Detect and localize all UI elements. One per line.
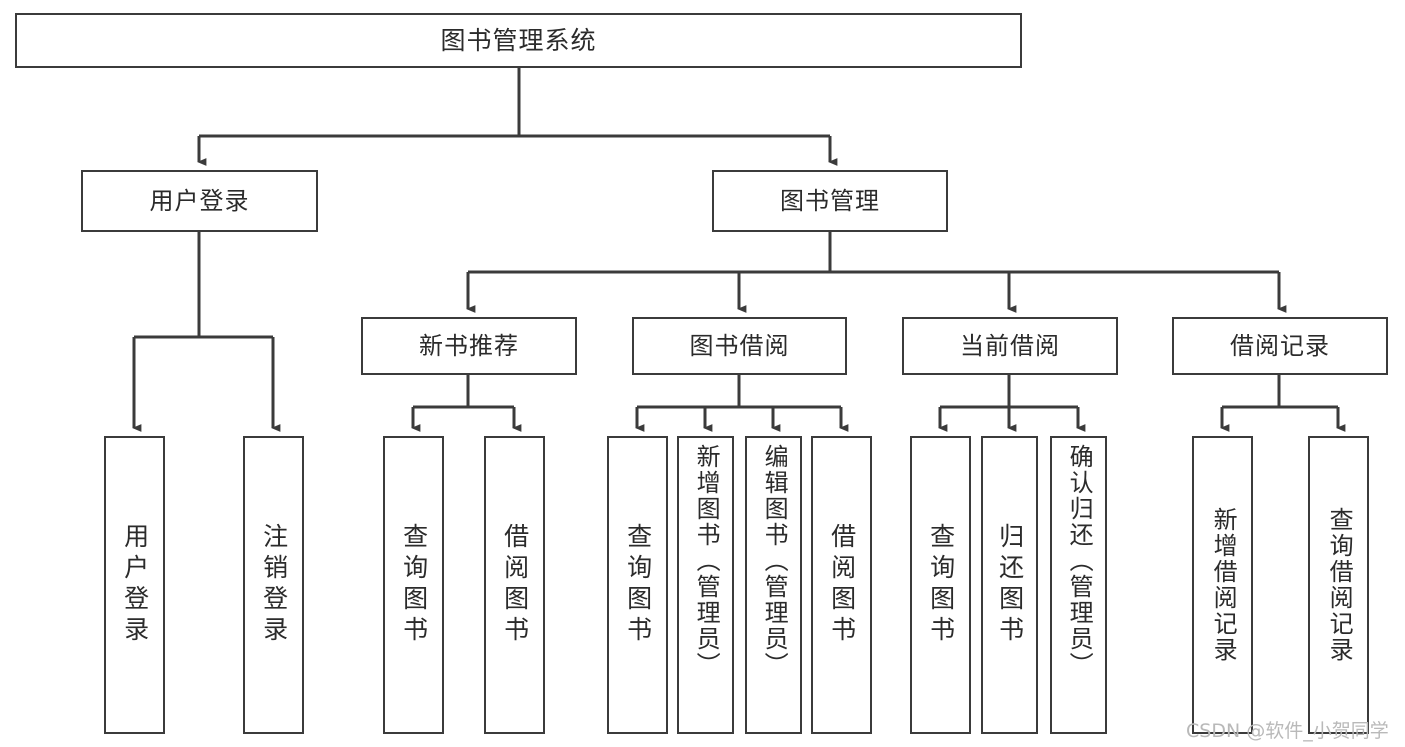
node-borrowing-record-label: 借阅记录 bbox=[1230, 331, 1330, 360]
node-book-borrowing[interactable]: 图书借阅 bbox=[632, 317, 847, 375]
node-leaf-user-login-label: 用户登录 bbox=[120, 523, 150, 647]
node-leaf-logout-label: 注销登录 bbox=[259, 523, 289, 647]
csdn-watermark: CSDN @软件_小贺同学 bbox=[1186, 720, 1389, 742]
node-new-book-recommendation[interactable]: 新书推荐 bbox=[361, 317, 577, 375]
node-book-borrowing-label: 图书借阅 bbox=[689, 331, 790, 360]
node-leaf-add-borrow-record[interactable]: 新增借阅记录 bbox=[1192, 436, 1253, 734]
node-leaf-query-book-rec[interactable]: 查询图书 bbox=[383, 436, 444, 734]
node-leaf-borrow-book-borrow-label: 借阅图书 bbox=[827, 523, 857, 647]
node-current-borrowing-label: 当前借阅 bbox=[960, 331, 1060, 360]
node-leaf-confirm-return-admin-label: 确认归还（管理员） bbox=[1065, 444, 1094, 678]
node-leaf-query-borrow-record-label: 查询借阅记录 bbox=[1325, 507, 1354, 663]
node-borrowing-record[interactable]: 借阅记录 bbox=[1172, 317, 1388, 375]
node-leaf-query-book-current[interactable]: 查询图书 bbox=[910, 436, 971, 734]
node-leaf-query-borrow-record[interactable]: 查询借阅记录 bbox=[1308, 436, 1369, 734]
node-leaf-edit-book-admin[interactable]: 编辑图书（管理员） bbox=[745, 436, 802, 734]
node-leaf-user-login[interactable]: 用户登录 bbox=[104, 436, 165, 734]
node-leaf-add-book-admin[interactable]: 新增图书（管理员） bbox=[677, 436, 734, 734]
node-user-login-label: 用户登录 bbox=[149, 186, 250, 215]
node-leaf-confirm-return-admin[interactable]: 确认归还（管理员） bbox=[1050, 436, 1107, 734]
node-leaf-query-book-rec-label: 查询图书 bbox=[399, 523, 429, 647]
node-user-login[interactable]: 用户登录 bbox=[81, 170, 318, 232]
node-leaf-return-book-label: 归还图书 bbox=[995, 523, 1025, 647]
node-leaf-query-book-borrow[interactable]: 查询图书 bbox=[607, 436, 668, 734]
node-leaf-query-book-borrow-label: 查询图书 bbox=[623, 523, 653, 647]
node-book-management[interactable]: 图书管理 bbox=[712, 170, 948, 232]
node-leaf-borrow-book-rec[interactable]: 借阅图书 bbox=[484, 436, 545, 734]
node-leaf-query-book-current-label: 查询图书 bbox=[926, 523, 956, 647]
node-leaf-logout[interactable]: 注销登录 bbox=[243, 436, 304, 734]
node-book-management-label: 图书管理 bbox=[780, 186, 880, 215]
node-leaf-return-book[interactable]: 归还图书 bbox=[981, 436, 1038, 734]
node-leaf-edit-book-admin-label: 编辑图书（管理员） bbox=[760, 444, 789, 678]
node-new-book-recommendation-label: 新书推荐 bbox=[419, 331, 519, 360]
node-root-system-label: 图书管理系统 bbox=[440, 25, 597, 55]
node-leaf-add-borrow-record-label: 新增借阅记录 bbox=[1209, 507, 1238, 663]
node-leaf-add-book-admin-label: 新增图书（管理员） bbox=[692, 444, 721, 678]
node-root-system[interactable]: 图书管理系统 bbox=[15, 13, 1022, 68]
node-leaf-borrow-book-rec-label: 借阅图书 bbox=[500, 523, 530, 647]
node-current-borrowing[interactable]: 当前借阅 bbox=[902, 317, 1118, 375]
node-leaf-borrow-book-borrow[interactable]: 借阅图书 bbox=[811, 436, 872, 734]
